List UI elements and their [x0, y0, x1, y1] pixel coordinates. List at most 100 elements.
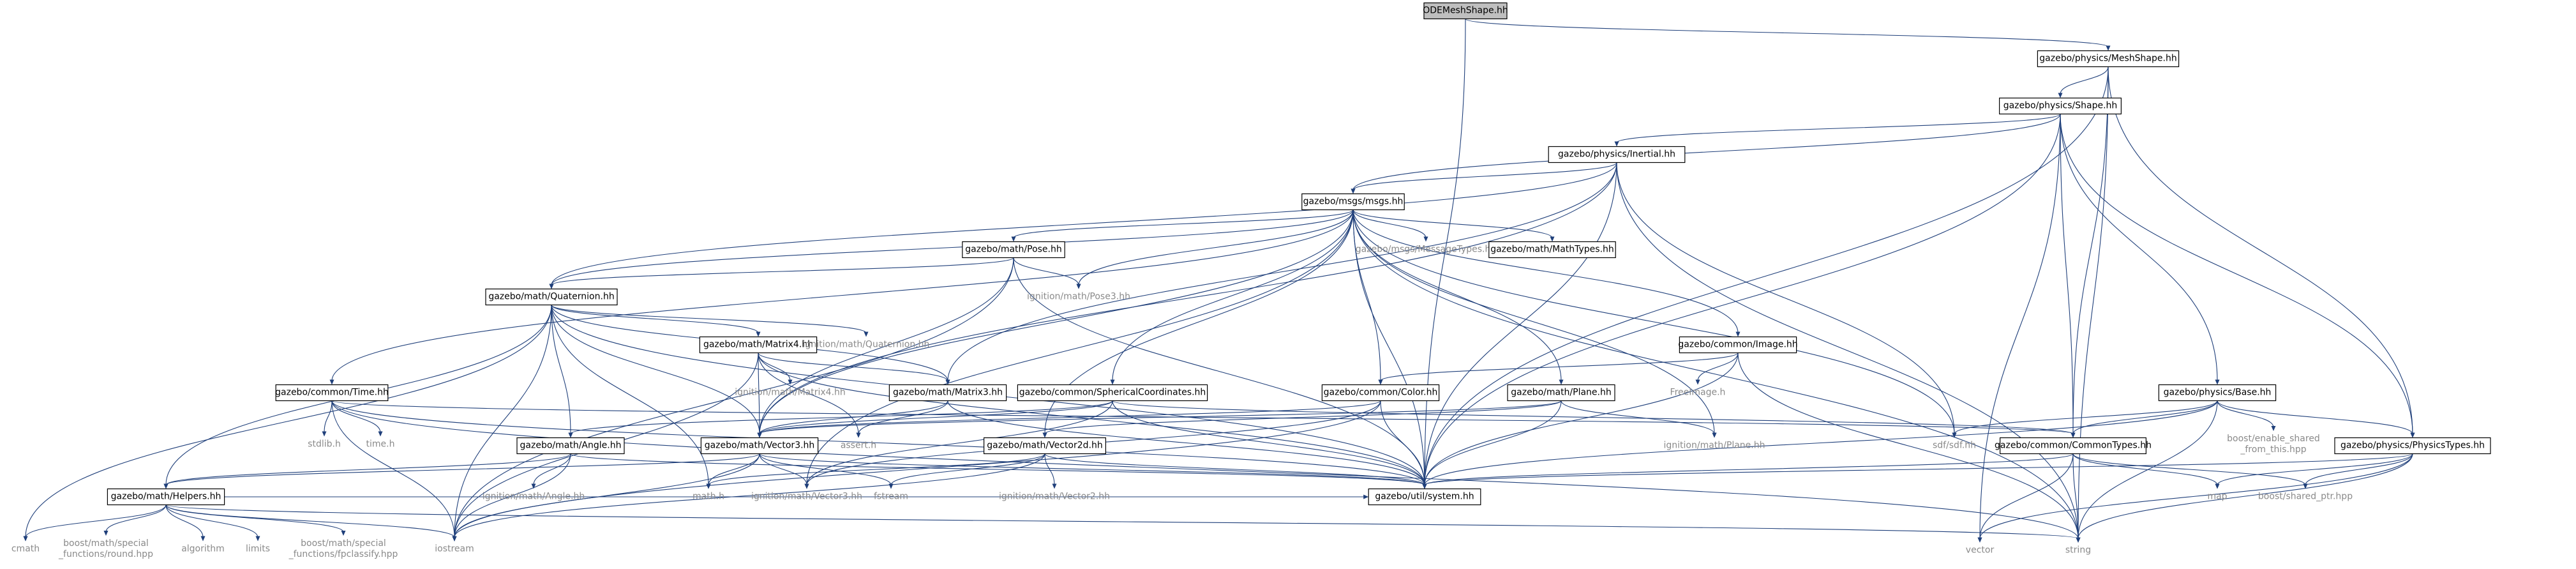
edge-arrowhead [568, 432, 573, 438]
node-limits: limits [246, 544, 270, 554]
edge-arrowhead [23, 536, 28, 542]
node-label: ignition/math/Pose3.hh [1027, 292, 1130, 302]
edge-msgs-to-ign-pose3 [1078, 209, 1354, 285]
node-boost-round: boost/math/special_functions/round.hpp [58, 538, 153, 559]
edge-common-time-to-string [331, 400, 2079, 539]
edge-msgs-to-common-image [1352, 209, 1739, 333]
node-math-matrix3[interactable]: gazebo/math/Matrix3.hh [888, 384, 1007, 402]
edge-math-vector2d-to-iostream [454, 453, 1045, 538]
node-box [699, 336, 818, 354]
edge-physics-inertial-to-util-system [1424, 162, 1617, 485]
node-label: gazebo/msgs/msgs.hh [1303, 197, 1404, 207]
edge-math-angle-to-ign-angle [533, 453, 571, 485]
edge-math-matrix3-to-util-system [947, 400, 1425, 485]
node-box [1679, 336, 1797, 354]
edge-common-time-to-stdlib [324, 400, 333, 433]
edge-arrowhead [1052, 483, 1057, 489]
edge-physics-mesh-shape-to-util-system [1424, 66, 2109, 485]
node-time-h: time.h [366, 439, 395, 450]
edge-arrowhead [1614, 141, 1619, 147]
node-label: limits [246, 544, 270, 554]
edge-common-image-to-common-color [1380, 353, 1739, 381]
edge-arrowhead [2058, 93, 2063, 98]
node-label: cmath [11, 544, 40, 554]
node-physics-shape[interactable]: gazebo/physics/Shape.hh [1999, 97, 2122, 115]
node-label: gazebo/common/Time.hh [275, 388, 389, 398]
node-math-plane[interactable]: gazebo/math/Plane.hh [1507, 384, 1615, 402]
edge-math-vector3-to-ign-vector3 [759, 453, 807, 485]
node-common-spherical[interactable]: gazebo/common/SphericalCoordinates.hh [1017, 384, 1208, 402]
edge-arrowhead [856, 432, 861, 438]
node-math-vector3[interactable]: gazebo/math/Vector3.hh [700, 437, 819, 455]
node-box [2000, 437, 2147, 455]
edge-arrowhead [1423, 236, 1428, 242]
edges-layer [23, 19, 2415, 543]
node-math-pose[interactable]: gazebo/math/Pose.hh [962, 241, 1065, 259]
node-label: ignition/math/Quaternion.hh [803, 340, 930, 350]
node-box [516, 437, 625, 455]
node-box [275, 384, 389, 402]
node-box [107, 488, 225, 506]
edge-arrowhead [1712, 432, 1717, 438]
node-label: gazebo/physics/Inertial.hh [1558, 149, 1675, 160]
node-physics-base[interactable]: gazebo/physics/Base.hh [2158, 384, 2277, 402]
edge-math-pose-to-util-system [1013, 257, 1425, 485]
edge-physics-shape-to-physics-inertial [1616, 114, 2061, 143]
node-iostream: iostream [435, 544, 474, 554]
edge-arrowhead [2071, 432, 2076, 438]
node-math-helpers[interactable]: gazebo/math/Helpers.hh [107, 488, 225, 506]
edge-math-pose-to-math-vector3 [759, 257, 1014, 434]
node-label: boost/math/special_functions/round.hpp [58, 538, 153, 559]
edge-math-helpers-to-boost-round [105, 505, 167, 533]
edge-physics-mesh-shape-to-physics-shape [2060, 66, 2109, 95]
node-math-matrix4[interactable]: gazebo/math/Matrix4.hh [699, 336, 818, 354]
node-msgs[interactable]: gazebo/msgs/msgs.hh [1301, 193, 1405, 211]
node-label: gazebo/math/MathTypes.hh [1490, 245, 1614, 255]
node-box [962, 241, 1065, 259]
node-label: ignition/math/Matrix4.hh [735, 388, 846, 398]
edge-math-angle-to-math-helpers [165, 453, 571, 485]
node-box [2158, 384, 2277, 402]
node-label: sdf/sdf.hh [1933, 441, 1976, 451]
node-common-color[interactable]: gazebo/common/Color.hh [1321, 384, 1440, 402]
node-label: ignition/math/Plane.hh [1664, 441, 1765, 451]
node-label: assert.h [841, 441, 876, 451]
edge-math-plane-to-ign-plane [1561, 400, 1715, 434]
node-boost-fpclassify: boost/math/special_functions/fpclassify.… [288, 538, 398, 559]
node-math-math-types[interactable]: gazebo/math/MathTypes.hh [1488, 241, 1616, 259]
edge-arrowhead [163, 483, 168, 489]
node-math-quaternion[interactable]: gazebo/math/Quaternion.hh [485, 288, 618, 306]
edge-arrowhead [255, 536, 260, 542]
node-ign-vector3: ignition/math/Vector3.hh [751, 492, 862, 502]
edge-math-quaternion-to-iostream [454, 305, 552, 538]
node-box [983, 437, 1106, 455]
node-math-angle[interactable]: gazebo/math/Angle.hh [516, 437, 625, 455]
edge-math-plane-to-math-vector2d [1044, 400, 1562, 434]
node-common-image[interactable]: gazebo/common/Image.hh [1678, 336, 1798, 354]
node-vector: vector [1966, 545, 1995, 556]
edge-common-color-to-iostream [454, 400, 1381, 538]
edge-physics-inertial-to-math-matrix3 [947, 162, 1617, 381]
edge-msgs-to-math-plane [1352, 209, 1562, 381]
node-util-system[interactable]: gazebo/util/system.hh [1368, 488, 1481, 506]
node-label: gazebo/math/Quaternion.hh [488, 292, 614, 302]
node-common-time[interactable]: gazebo/common/Time.hh [275, 384, 389, 402]
node-label: boost/shared_ptr.hpp [2258, 492, 2353, 502]
node-math-vector2d[interactable]: gazebo/math/Vector2d.hh [983, 437, 1106, 455]
node-physics-inertial[interactable]: gazebo/physics/Inertial.hh [1548, 146, 1686, 163]
node-box [1017, 384, 1208, 402]
edge-math-pose-to-ign-pose3 [1013, 257, 1079, 285]
edge-physics-base-to-physics-types [2217, 400, 2413, 434]
node-common-types[interactable]: gazebo/common/CommonTypes.hh [1995, 437, 2152, 455]
edge-math-vector3-to-math-helpers [165, 453, 760, 485]
edge-physics-base-to-sdf [1954, 400, 2218, 434]
edge-msgs-to-string [1352, 209, 2079, 539]
edge-common-image-to-util-system [1424, 353, 1739, 485]
node-box [888, 384, 1007, 402]
node-label: ignition/math/Vector3.hh [751, 492, 862, 502]
edge-physics-base-to-common-types [2072, 400, 2218, 434]
node-physics-types[interactable]: gazebo/physics/PhysicsTypes.hh [2334, 437, 2491, 455]
edge-math-pose-to-iostream [454, 257, 1014, 538]
edge-math-angle-to-util-system [570, 453, 1425, 485]
node-physics-mesh-shape[interactable]: gazebo/physics/MeshShape.hh [2037, 50, 2180, 68]
